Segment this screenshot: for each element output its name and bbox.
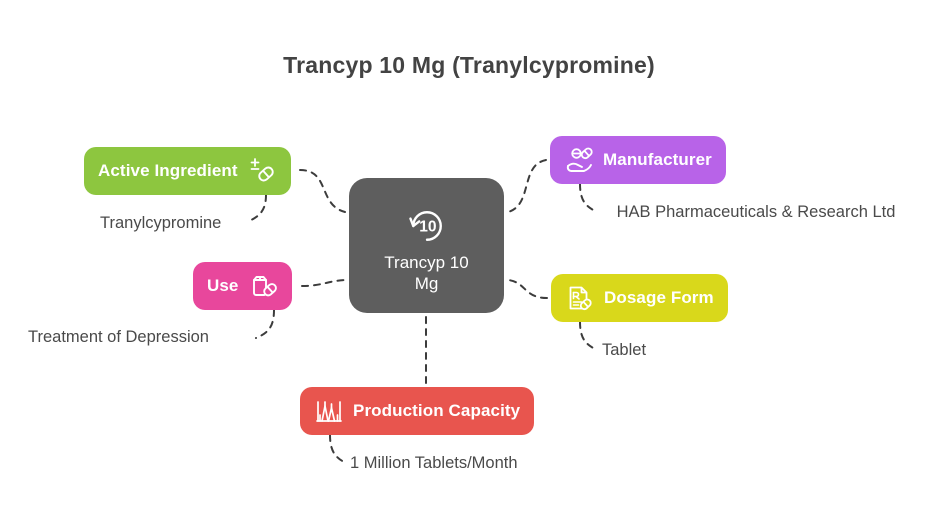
branch-production-capacity[interactable]: Production Capacity: [300, 387, 535, 435]
branch-label-production-capacity: Production Capacity: [353, 401, 521, 420]
branch-use[interactable]: Use: [193, 262, 292, 310]
branch-dosage-form[interactable]: Dosage Form: [551, 274, 728, 322]
svg-text:10: 10: [419, 218, 437, 235]
connector-sub-production-capacity: [329, 434, 347, 464]
branch-value-active-ingredient: Tranylcypromine: [100, 214, 222, 232]
branch-value-dosage-form: Tablet: [602, 341, 647, 359]
hand-holding-pills-icon: [566, 147, 593, 172]
connector-manufacturer: [507, 159, 547, 213]
branch-label-manufacturer: Manufacturer: [603, 150, 712, 169]
connector-use: [301, 279, 346, 287]
connector-sub-use: [255, 309, 275, 339]
page-title: Trancyp 10 Mg (Tranylcypromine): [283, 52, 655, 78]
medicine-box-pill-icon: [252, 276, 277, 297]
branch-value-use: Treatment of Depression: [28, 328, 209, 346]
rotate-10-icon: 10: [408, 210, 442, 241]
branch-manufacturer[interactable]: Manufacturer: [550, 136, 726, 184]
connector-dosage-form: [507, 279, 548, 299]
branch-label-dosage-form: Dosage Form: [604, 288, 714, 307]
branch-label-active-ingredient: Active Ingredient: [98, 161, 238, 180]
connector-sub-dosage-form: [579, 321, 598, 351]
branch-value-manufacturer: HAB Pharmaceuticals & Research Ltd: [616, 203, 896, 221]
factory-icon: [316, 401, 342, 422]
connector-active-ingredient: [299, 169, 346, 213]
branch-label-use: Use: [207, 276, 239, 295]
connector-sub-manufacturer: [579, 183, 598, 213]
connector-sub-active-ingredient: [246, 194, 267, 223]
capsule-plus-minus-icon: [250, 158, 274, 182]
branch-value-production-capacity: 1 Million Tablets/Month: [350, 454, 518, 472]
branch-active-ingredient[interactable]: Active Ingredient: [84, 147, 291, 195]
prescription-rx-document-icon: [569, 286, 592, 311]
